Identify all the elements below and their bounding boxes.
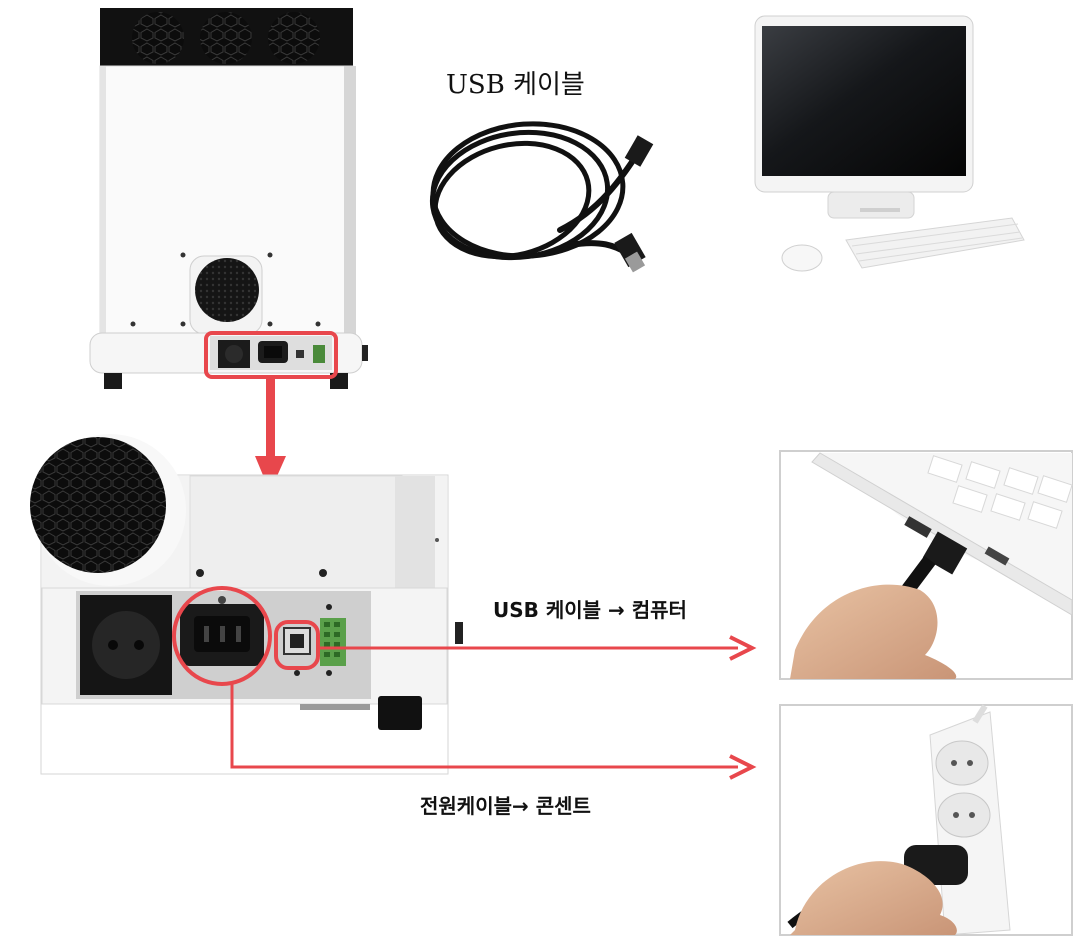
zoom-arrow-down-icon xyxy=(255,456,286,492)
usb-b-port-icon xyxy=(296,350,304,358)
computer-image xyxy=(754,15,1025,272)
monitor-screen xyxy=(762,26,966,176)
terminal-block-icon xyxy=(313,345,325,363)
usb-arrow-head-icon xyxy=(729,635,757,661)
power-arrow-head-icon xyxy=(729,754,757,780)
connector-panel-closeup xyxy=(30,434,463,775)
usb-cable-image xyxy=(429,121,654,273)
device-rear-view xyxy=(89,8,368,492)
outlet-socket-icon xyxy=(937,792,991,838)
connection-arrows xyxy=(230,635,757,780)
exhaust-fan-icon xyxy=(30,437,166,573)
outlet-socket-icon xyxy=(935,740,989,786)
zoom-arrow-shaft xyxy=(266,379,275,459)
power-inlet-highlight-circle xyxy=(172,586,272,686)
usb-b-plug-icon xyxy=(624,135,654,167)
power-to-outlet-label: 전원케이블→ 콘센트 xyxy=(420,794,591,818)
hand-icon xyxy=(790,861,957,935)
terminal-block-icon xyxy=(320,618,346,666)
monitor-stand xyxy=(827,191,915,219)
hand-icon xyxy=(790,584,957,679)
usb-to-computer-label: USB 케이블 → 컴퓨터 xyxy=(493,598,687,622)
device-side-edge xyxy=(344,66,356,334)
fan-grille-icon xyxy=(268,12,320,64)
power-strip-photo xyxy=(779,704,1073,936)
fan-grille-icon xyxy=(200,12,252,64)
usb-a-plug-icon xyxy=(624,251,646,273)
power-arrow-line xyxy=(230,684,738,769)
exhaust-fan-icon xyxy=(195,258,259,322)
laptop-usb-photo xyxy=(779,450,1073,680)
mouse-icon xyxy=(781,244,823,272)
connector-highlight-box xyxy=(204,331,338,379)
fan-grille-icon xyxy=(132,12,184,64)
usb-port-highlight-box xyxy=(274,620,320,670)
usb-cable-title: USB 케이블 xyxy=(446,70,585,100)
